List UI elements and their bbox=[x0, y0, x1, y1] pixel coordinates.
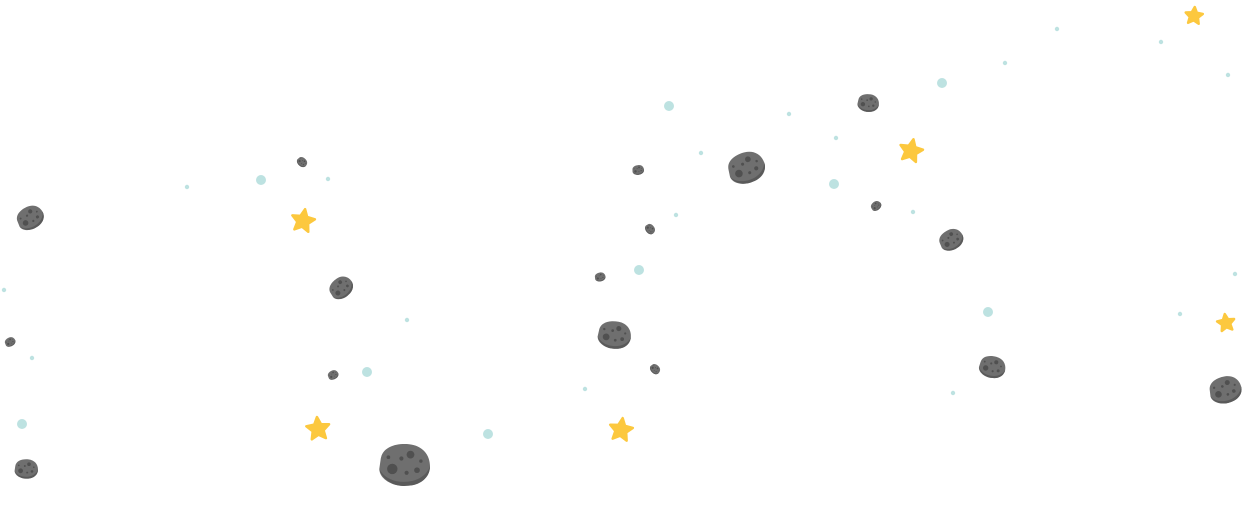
sparkle-dot-icon bbox=[698, 150, 704, 156]
sparkle-dot-icon bbox=[184, 184, 190, 190]
sparkle-dot-icon bbox=[1177, 311, 1183, 317]
asteroid-icon bbox=[327, 370, 339, 380]
sparkle-dot-icon bbox=[1225, 72, 1231, 78]
sparkle-dot-icon bbox=[1158, 39, 1164, 45]
asteroid-icon bbox=[296, 157, 308, 168]
sparkle-dot-icon bbox=[664, 101, 674, 111]
star-icon bbox=[1184, 5, 1205, 25]
sparkle-dot-icon bbox=[833, 135, 839, 141]
sparkle-dot-icon bbox=[1054, 26, 1060, 32]
sparkle-dot-icon bbox=[582, 386, 588, 392]
asteroid-icon bbox=[597, 321, 631, 349]
asteroid-icon bbox=[979, 355, 1006, 379]
sparkle-dot-icon bbox=[950, 390, 956, 396]
star-icon bbox=[305, 415, 331, 441]
sparkle-dot-icon bbox=[1002, 60, 1008, 66]
asteroid-icon bbox=[870, 200, 882, 211]
asteroid-icon bbox=[16, 205, 44, 231]
sparkle-dot-icon bbox=[256, 175, 266, 185]
sparkle-dot-icon bbox=[937, 78, 947, 88]
star-icon bbox=[608, 416, 635, 442]
sparkle-dot-icon bbox=[1, 287, 7, 293]
sparkle-dot-icon bbox=[1232, 271, 1238, 277]
sparkle-dot-icon bbox=[673, 212, 679, 218]
asteroid-icon bbox=[594, 272, 606, 282]
asteroid-icon bbox=[4, 337, 16, 347]
sparkle-dot-icon bbox=[910, 209, 916, 215]
sparkle-dot-icon bbox=[983, 307, 993, 317]
star-icon bbox=[291, 207, 317, 234]
asteroid-icon bbox=[857, 94, 879, 112]
sparkle-dot-icon bbox=[483, 429, 493, 439]
asteroid-icon bbox=[14, 459, 39, 479]
sparkle-dot-icon bbox=[634, 265, 644, 275]
asteroid-icon bbox=[329, 276, 354, 300]
sparkle-dot-icon bbox=[325, 176, 331, 182]
sparkle-dot-icon bbox=[829, 179, 839, 189]
asteroid-icon bbox=[645, 223, 656, 235]
asteroid-icon bbox=[379, 443, 430, 486]
sparkle-dot-icon bbox=[362, 367, 372, 377]
asteroid-icon bbox=[939, 228, 964, 251]
sparkle-dot-icon bbox=[404, 317, 410, 323]
star-icon bbox=[1215, 312, 1236, 333]
star-icon bbox=[899, 138, 925, 164]
sparkle-dot-icon bbox=[29, 355, 35, 361]
asteroid-icon bbox=[1209, 376, 1242, 404]
asteroid-icon bbox=[649, 363, 661, 375]
sparkle-dot-icon bbox=[786, 111, 792, 117]
asteroid-icon bbox=[632, 165, 645, 175]
asteroid-icon bbox=[728, 151, 765, 184]
sparkle-dot-icon bbox=[17, 419, 27, 429]
